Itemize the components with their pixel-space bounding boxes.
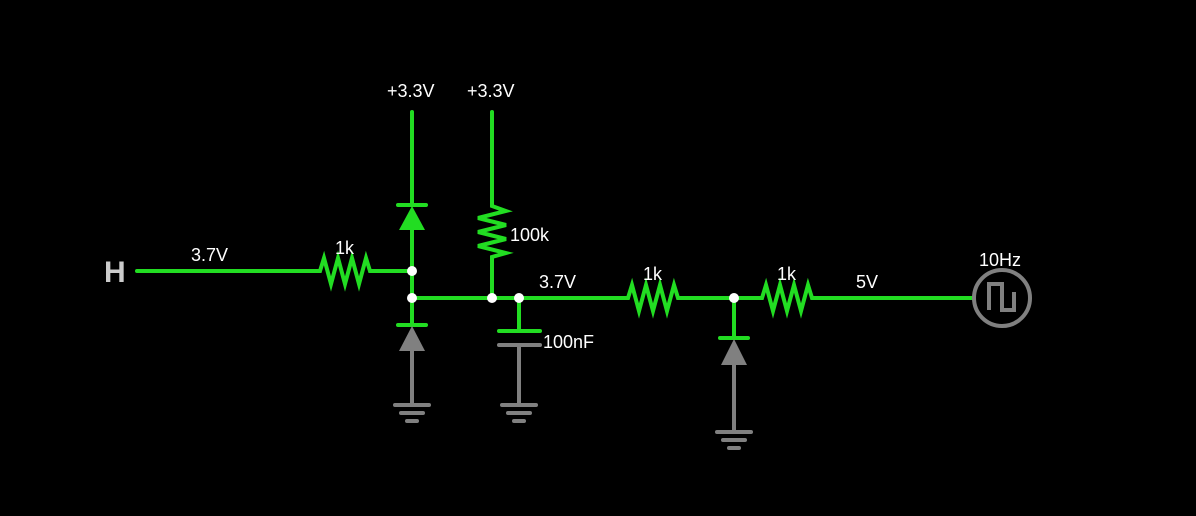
junction-node[interactable] [407, 293, 417, 303]
resistor-r1[interactable] [316, 250, 412, 292]
square-wave-source[interactable] [972, 268, 1032, 328]
node-voltage-label: 3.7V [539, 272, 576, 292]
square-source-label: 10Hz [979, 250, 1021, 270]
diode-d3[interactable] [721, 339, 747, 365]
capacitor-label: 100nF [543, 332, 594, 352]
resistor-r1-label: 1k [335, 238, 355, 258]
resistor-r2[interactable] [626, 277, 760, 319]
input-voltage-label: 3.7V [191, 245, 228, 265]
ground-icon [393, 403, 431, 423]
supply-2-label: +3.3V [467, 81, 515, 101]
junction-node[interactable] [487, 293, 497, 303]
supply-1-label: +3.3V [387, 81, 435, 101]
resistor-pullup-label: 100k [510, 225, 550, 245]
diode-d2[interactable] [399, 326, 425, 351]
resistor-r3[interactable] [760, 277, 974, 319]
resistor-r3-label: 1k [777, 264, 797, 284]
diode-d1[interactable] [399, 206, 425, 230]
resistor-pullup[interactable] [477, 203, 514, 298]
ground-icon [500, 403, 538, 423]
ground-icon [715, 430, 753, 450]
square-wave-icon [987, 282, 1016, 312]
logic-input-label[interactable]: H [104, 256, 126, 289]
source-voltage-label: 5V [856, 272, 878, 292]
resistor-r2-label: 1k [643, 264, 663, 284]
junction-node[interactable] [514, 293, 524, 303]
junction-node[interactable] [407, 266, 417, 276]
junction-node[interactable] [729, 293, 739, 303]
